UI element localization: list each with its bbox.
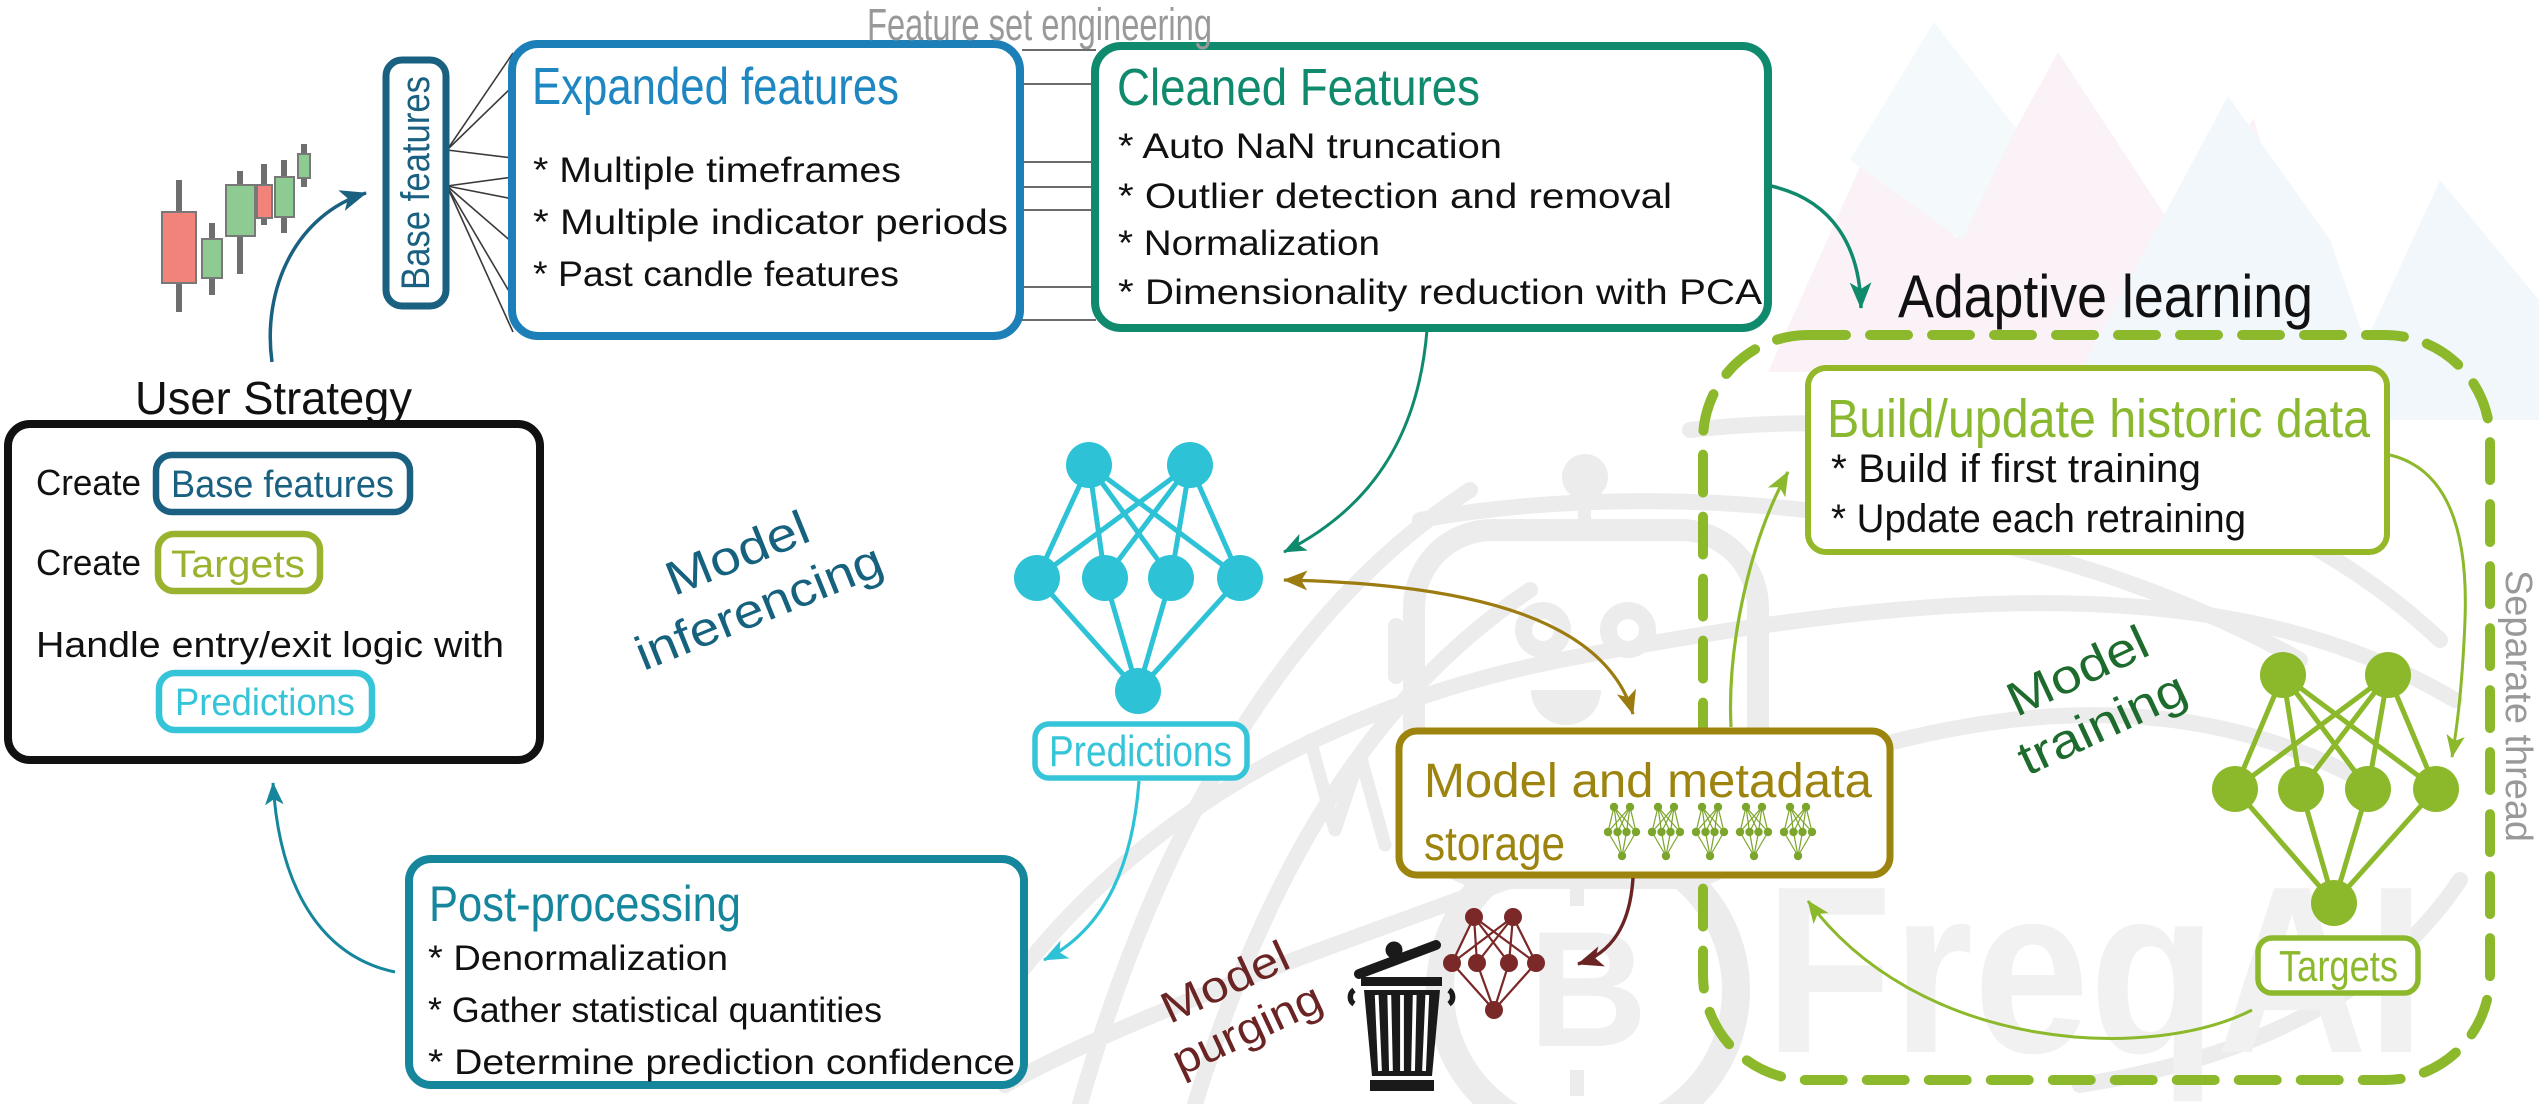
svg-text:Expanded features: Expanded features: [532, 58, 899, 116]
svg-text:Model and metadata: Model and metadata: [1424, 755, 1872, 808]
svg-text:Adaptive learning: Adaptive learning: [1898, 263, 2313, 330]
svg-text:Separate thread: Separate thread: [2497, 570, 2539, 842]
svg-text:B: B: [1528, 897, 1647, 1081]
svg-text:Post-processing: Post-processing: [429, 876, 741, 932]
svg-text:Handle entry/exit logic with: Handle entry/exit logic with: [36, 624, 504, 665]
svg-text:* Dimensionality reduction wit: * Dimensionality reduction with PCA: [1118, 273, 1763, 312]
svg-text:* Past candle features: * Past candle features: [533, 255, 899, 294]
svg-text:Predictions: Predictions: [175, 682, 355, 724]
svg-text:Create: Create: [36, 462, 141, 503]
svg-text:* Auto NaN truncation: * Auto NaN truncation: [1118, 127, 1502, 166]
svg-text:* Update each retraining: * Update each retraining: [1831, 497, 2246, 541]
svg-text:* Build if first training: * Build if first training: [1831, 447, 2201, 491]
svg-text:Targets: Targets: [2279, 942, 2398, 991]
svg-text:* Gather statistical quantitie: * Gather statistical quantities: [428, 991, 882, 1030]
svg-text:* Normalization: * Normalization: [1118, 224, 1380, 263]
svg-text:storage: storage: [1424, 818, 1565, 871]
svg-text:* Multiple indicator periods: * Multiple indicator periods: [533, 203, 1008, 242]
svg-text:Targets: Targets: [171, 544, 305, 586]
svg-text:Base features: Base features: [394, 76, 438, 290]
svg-text:Predictions: Predictions: [1049, 727, 1232, 776]
svg-text:Feature set engineering: Feature set engineering: [867, 0, 1212, 50]
svg-text:* Outlier detection and remova: * Outlier detection and removal: [1118, 177, 1672, 216]
svg-text:* Determine prediction confide: * Determine prediction confidence: [428, 1043, 1015, 1082]
svg-text:Build/update historic data: Build/update historic data: [1827, 389, 2371, 449]
svg-text:Base features: Base features: [171, 464, 394, 506]
svg-text:* Multiple timeframes: * Multiple timeframes: [533, 151, 901, 190]
svg-text:Cleaned Features: Cleaned Features: [1117, 59, 1480, 117]
svg-text:* Denormalization: * Denormalization: [428, 939, 728, 978]
svg-text:Create: Create: [36, 542, 141, 583]
svg-text:User Strategy: User Strategy: [135, 372, 412, 424]
